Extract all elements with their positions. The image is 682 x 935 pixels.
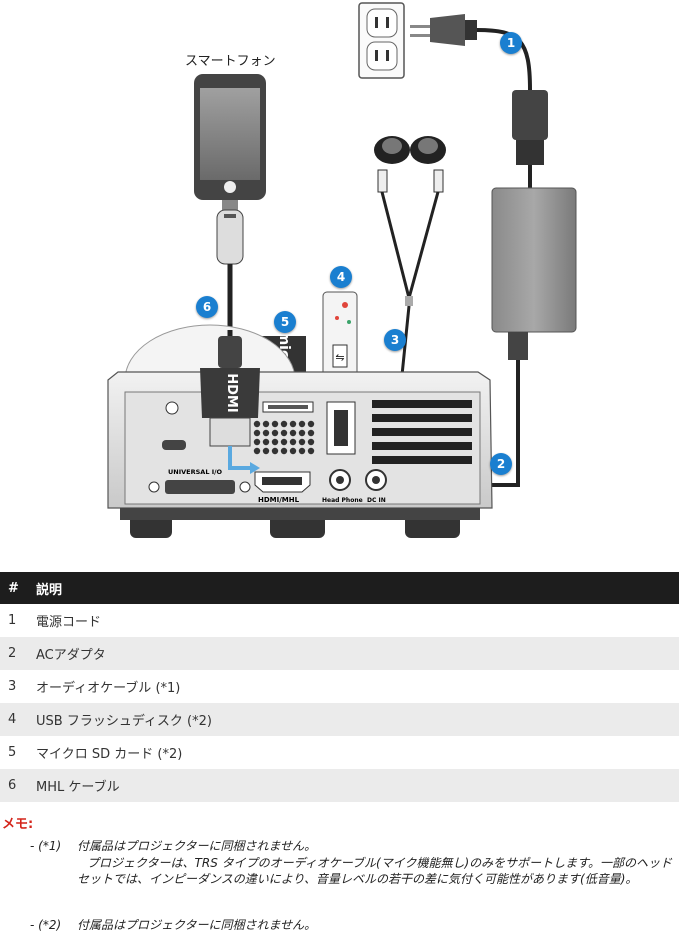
table-row: 2 ACアダプタ — [0, 637, 679, 670]
connect-arrow — [228, 446, 250, 470]
note1-line1: 付属品はプロジェクターに同梱されません。 — [77, 839, 317, 853]
row-number: 1 — [8, 613, 17, 628]
mhl-cable: HDMI — [200, 330, 260, 474]
row-number: 2 — [0, 637, 36, 670]
header-number: # — [0, 572, 36, 604]
row-description: USB フラッシュディスク (*2) — [36, 703, 679, 736]
hdmi-mhl-port-label: HDMI/MHL — [258, 496, 300, 504]
row-description: オーディオケーブル (*1) — [36, 681, 181, 696]
diagram-svg: ⇋ micro SD — [107, 2, 577, 538]
header-description: 説明 — [36, 572, 679, 604]
badge-1: 1 — [500, 32, 522, 54]
power-cord — [410, 14, 548, 190]
table-row: 4 USB フラッシュディスク (*2) — [0, 703, 679, 736]
row-description: ACアダプタ — [36, 637, 679, 670]
memo-title: メモ: — [2, 817, 34, 832]
earphones — [371, 136, 446, 456]
note1-mark: - (*1) — [30, 839, 62, 853]
smartphone — [194, 74, 266, 330]
badge-4: 4 — [330, 266, 352, 288]
row-description: MHL ケーブル — [36, 769, 679, 802]
badge-2: 2 — [490, 453, 512, 475]
row-number: 6 — [0, 769, 36, 802]
table-row: 5 マイクロ SD カード (*2) — [0, 736, 679, 769]
smartphone-label: スマートフォン — [185, 54, 276, 69]
wall-outlet — [358, 2, 405, 79]
note1-body: プロジェクターは、TRS タイプのオーディオケーブル(マイク機能無し)のみをサポ… — [77, 856, 672, 886]
dc-in-port-label: DC IN — [367, 497, 386, 504]
row-description: マイクロ SD カード (*2) — [36, 747, 183, 762]
row-description: 電源コード — [36, 615, 102, 630]
projector — [107, 371, 493, 538]
universal-io-port-label: UNIVERSAL I/O — [168, 468, 223, 476]
svg-text:⇋: ⇋ — [335, 351, 344, 364]
badge-3: 3 — [384, 329, 406, 351]
head-phone-port-label: Head Phone — [322, 497, 363, 504]
badge-5: 5 — [274, 311, 296, 333]
note2-line1: 付属品はプロジェクターに同梱されません。 — [77, 918, 317, 932]
row-number: 5 — [8, 745, 17, 760]
table-header-row: # 説明 — [0, 572, 679, 604]
row-number: 4 — [0, 703, 36, 736]
hdmi-plug-label: HDMI — [224, 373, 239, 412]
table-row: 6 MHL ケーブル — [0, 769, 679, 802]
table-row: 1 電源コード — [0, 604, 679, 637]
note2-mark: - (*2) — [30, 918, 62, 932]
connection-diagram: ⇋ micro SD — [107, 2, 577, 538]
table-row: 3 オーディオケーブル (*1) — [0, 670, 679, 703]
row-number: 3 — [8, 679, 17, 694]
badge-6: 6 — [196, 296, 218, 318]
legend-table: # 説明 1 電源コード 2 ACアダプタ 3 オーディオケーブル (*1) 4… — [0, 572, 679, 802]
